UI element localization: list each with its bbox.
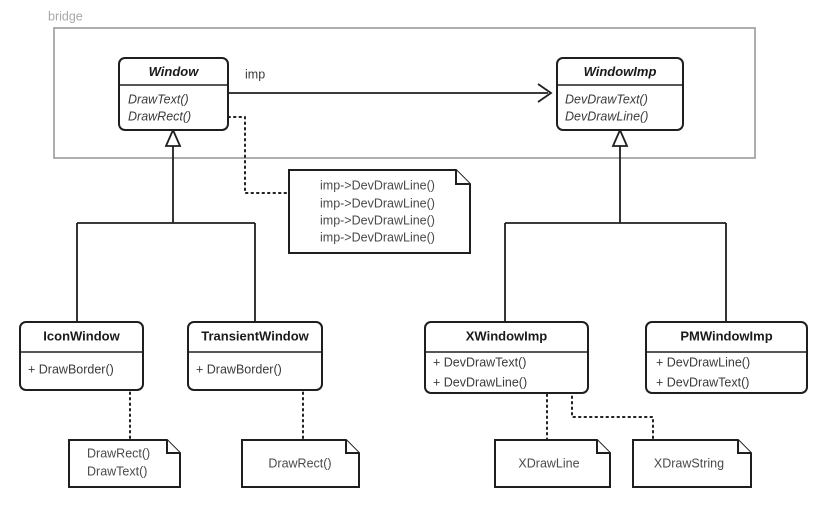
generalization-window-subclasses[interactable] [76,127,256,322]
note-iconwindow-impl[interactable]: DrawRect() DrawText() [68,439,181,488]
note-imp-calls[interactable]: imp->DevDrawLine() imp->DevDrawLine() im… [288,169,471,254]
class-operation: DrawRect() [128,109,191,123]
generalization-windowimp-subclasses[interactable] [504,127,727,322]
class-box-iconwindow[interactable]: IconWindow + DrawBorder() [19,321,144,391]
class-box-pmwindowimp[interactable]: PMWindowImp + DevDrawLine() + DevDrawTex… [645,321,808,394]
class-operation: DevDrawText() [565,92,648,106]
note-line: DrawRect() [268,456,331,470]
association-label-imp: imp [245,67,265,81]
note-fold-corner-icon [596,440,610,454]
note-line: XDrawString [654,456,724,470]
note-xdrawstring[interactable]: XDrawString [632,439,752,488]
note-line: XDrawLine [518,456,579,470]
class-name-pmwindowimp: PMWindowImp [680,328,772,343]
package-frame-bridge [53,27,756,159]
class-name-transientwindow: TransientWindow [201,328,309,343]
class-box-transientwindow[interactable]: TransientWindow + DrawBorder() [187,321,323,391]
class-name-xwindowimp: XWindowImp [466,328,548,343]
note-line: imp->DevDrawLine() [320,213,435,227]
class-operation: + DevDrawText() [656,375,749,389]
hollow-triangle-icon [611,127,629,147]
class-box-windowimp[interactable]: WindowImp DevDrawText() DevDrawLine() [556,57,684,131]
class-box-xwindowimp[interactable]: XWindowImp + DevDrawText() + DevDrawLine… [424,321,589,394]
note-line: DrawText() [87,464,147,478]
hollow-triangle-icon [164,127,182,147]
note-fold-corner-icon [737,440,751,454]
class-name-windowimp: WindowImp [584,64,657,79]
class-operation: + DevDrawLine() [433,375,527,389]
class-operation: DevDrawLine() [565,109,648,123]
note-line: imp->DevDrawLine() [320,178,435,192]
note-transientwindow-impl[interactable]: DrawRect() [241,439,360,488]
class-operation: DrawText() [128,92,189,106]
note-line: imp->DevDrawLine() [320,230,435,244]
note-xdrawline[interactable]: XDrawLine [494,439,611,488]
class-operation: + DevDrawText() [433,355,526,369]
package-label-bridge: bridge [48,9,83,23]
class-name-window: Window [149,64,200,79]
class-name-iconwindow: IconWindow [43,328,120,343]
note-fold-corner-icon [455,170,470,185]
association-imp[interactable] [228,83,553,103]
note-fold-corner-icon [166,440,180,454]
class-operation: + DrawBorder() [28,362,114,376]
note-line: DrawRect() [87,446,150,460]
class-box-window[interactable]: Window DrawText() DrawRect() [118,57,229,131]
note-line: imp->DevDrawLine() [320,196,435,210]
open-arrowhead-icon [537,83,553,103]
class-operation: + DevDrawLine() [656,355,750,369]
note-fold-corner-icon [345,440,359,454]
class-operation: + DrawBorder() [196,362,282,376]
